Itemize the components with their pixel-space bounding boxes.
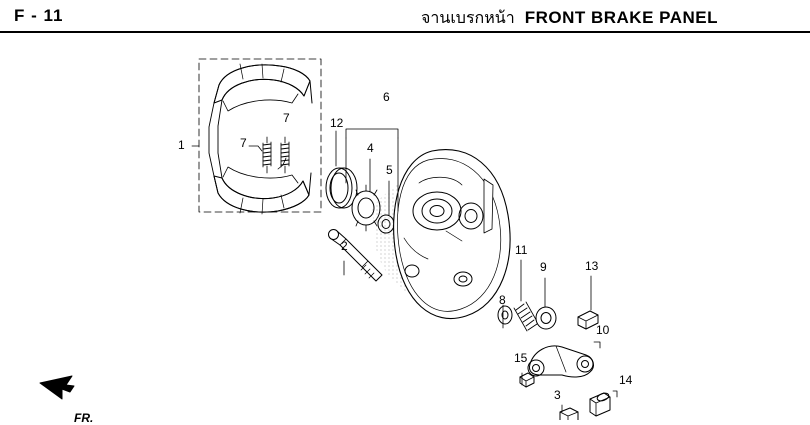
diagram-svg — [39, 58, 618, 420]
callout-14: 14 — [619, 373, 633, 387]
callout-4: 4 — [367, 141, 374, 155]
page-title: จานเบรกหน้า FRONT BRAKE PANEL — [421, 6, 718, 31]
callout-13: 13 — [585, 259, 599, 273]
brake-panel-body — [393, 149, 511, 319]
callout-5: 5 — [386, 163, 393, 177]
adjuster-sleeve-part14 — [589, 392, 611, 417]
brake-arm — [527, 345, 594, 378]
page-title-english: FRONT BRAKE PANEL — [524, 8, 718, 27]
page-header: F - 11 จานเบรกหน้า FRONT BRAKE PANEL — [0, 0, 810, 33]
callout-11: 11 — [515, 243, 528, 257]
leader-lines — [191, 128, 618, 413]
callout-7-lower: 7 — [240, 136, 247, 150]
pivot-washer-part9 — [535, 306, 557, 330]
brake-arm-spring — [513, 301, 540, 332]
callout-10: 10 — [596, 323, 610, 337]
callout-6: 6 — [383, 90, 390, 104]
callout-2: 2 — [341, 239, 348, 253]
orientation-label: FR. — [74, 411, 94, 425]
brake-cam-shaft — [328, 229, 383, 282]
brake-shoe-upper — [213, 63, 311, 112]
callout-12: 12 — [330, 116, 344, 130]
callout-3: 3 — [554, 388, 561, 402]
orientation-arrow — [39, 375, 75, 400]
page-code: F - 11 — [14, 6, 64, 25]
callout-9: 9 — [540, 260, 547, 274]
dust-seal-ring — [325, 167, 358, 209]
washer-part8 — [497, 305, 513, 325]
callout-15: 15 — [514, 351, 528, 365]
callout-8: 8 — [499, 293, 506, 307]
exploded-parts-diagram: 1 2 3 4 5 6 7 7 8 9 10 11 12 13 14 15 FR… — [0, 33, 810, 425]
page-title-thai: จานเบรกหน้า — [421, 8, 515, 27]
brake-shoe-lower — [213, 166, 310, 215]
callout-1: 1 — [178, 138, 185, 152]
bolt-part13 — [577, 310, 599, 330]
adjuster-nut-part3 — [559, 407, 579, 420]
shoe-return-spring-lower — [280, 136, 290, 174]
shoe-return-spring-upper — [262, 136, 272, 174]
callout-7-upper: 7 — [283, 111, 290, 125]
